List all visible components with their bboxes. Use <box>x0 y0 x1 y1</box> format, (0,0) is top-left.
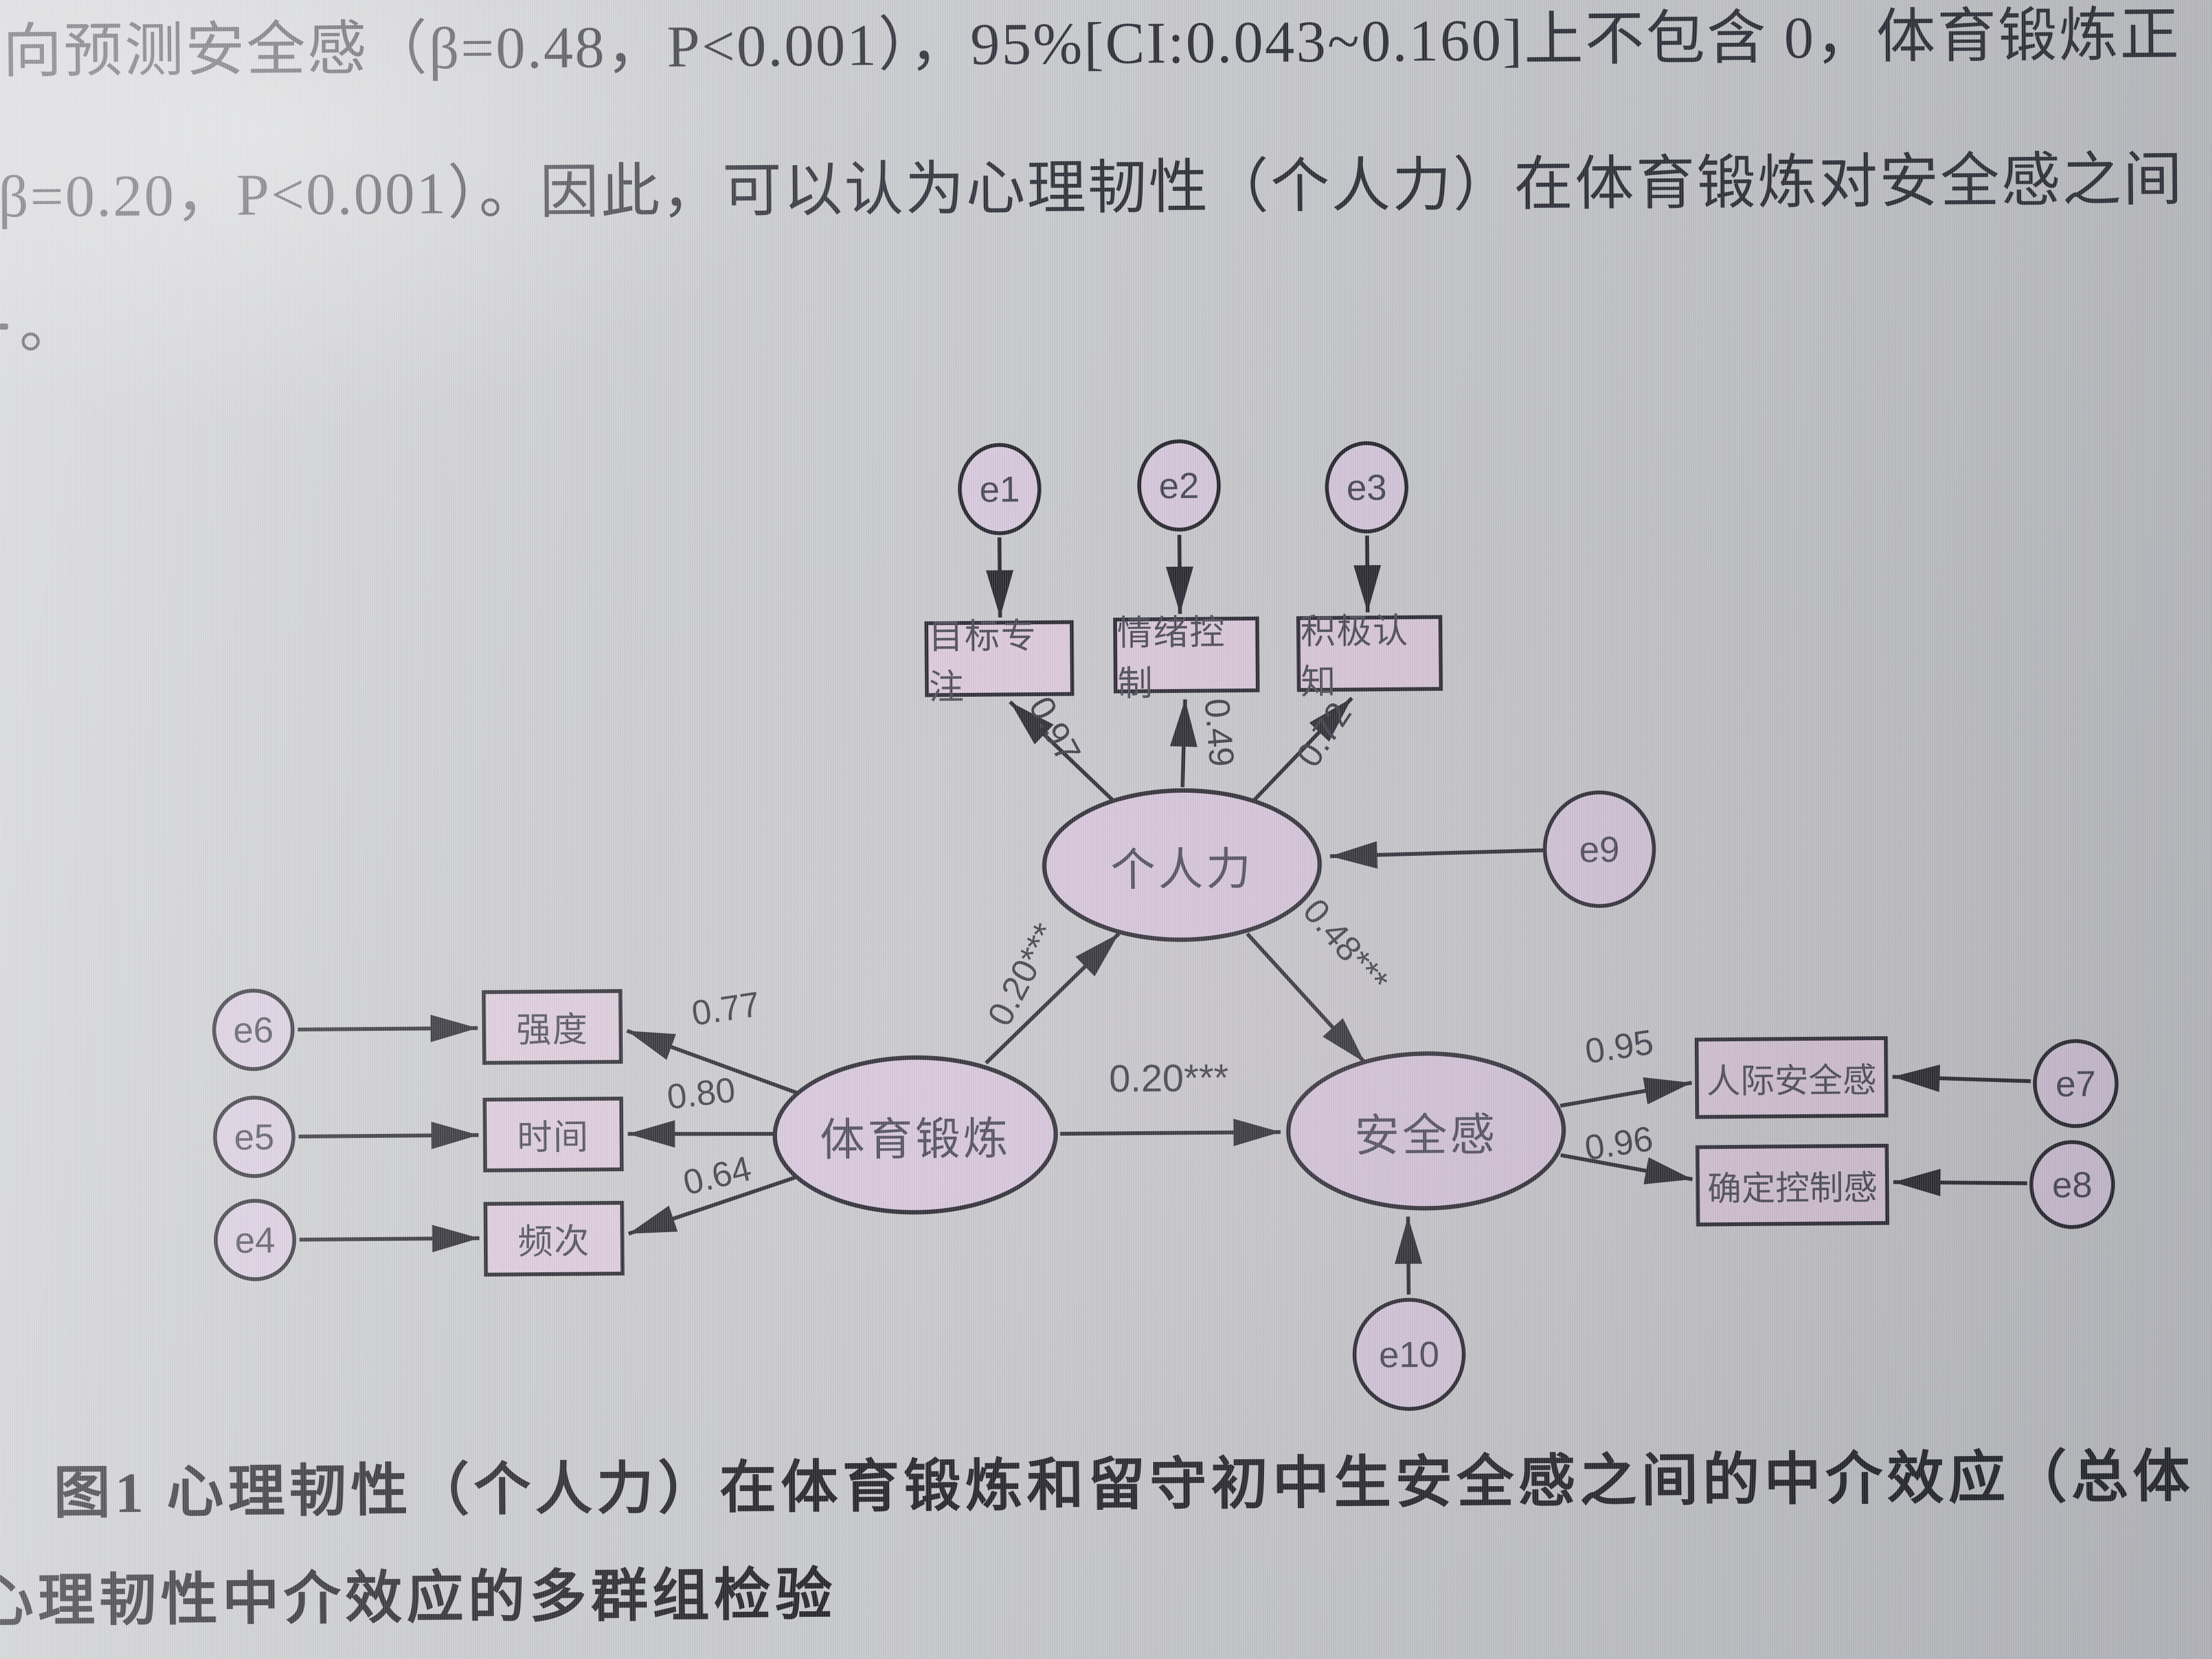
arrow-security-to-interpersonal <box>1560 1077 1692 1108</box>
arrow-personal-to-positive-cognition <box>1253 697 1353 802</box>
error-node-e9: e9 <box>1542 790 1657 909</box>
error-node-e4: e4 <box>213 1198 297 1282</box>
error-node-e3: e3 <box>1324 441 1409 534</box>
error-node-e1: e1 <box>957 442 1042 536</box>
observed-positive-cognition: 积极认知 <box>1296 611 1443 702</box>
arrow-personal-to-goal-focus <box>1008 700 1114 802</box>
error-node-e7: e7 <box>2033 1039 2119 1128</box>
observed-intensity: 强度 <box>482 989 623 1065</box>
error-node-e2: e2 <box>1137 439 1221 532</box>
observed-emotion-control: 情绪控制 <box>1113 612 1260 703</box>
observed-goal-focus: 目标专注 <box>924 616 1075 707</box>
arrow-e5-to-time <box>298 1121 479 1149</box>
arrow-e7-to-interpersonal <box>1892 1064 2031 1092</box>
loading-time: 0.80 <box>665 1070 737 1117</box>
observed-time: 时间 <box>482 1096 624 1172</box>
loading-emotion-control: 0.49 <box>1197 697 1242 769</box>
error-node-e6: e6 <box>212 988 295 1071</box>
error-node-e10: e10 <box>1352 1297 1466 1412</box>
observed-interpersonal-security: 人际安全感 <box>1695 1036 1889 1119</box>
arrow-exercise-to-intensity <box>626 1029 798 1095</box>
arrow-e6-to-intensity <box>297 1014 478 1042</box>
sem-path-diagram: e1 e2 e3 e6 e5 e4 e7 e8 e9 e10 目标专注 情绪控制… <box>0 0 2205 1412</box>
observed-frequency: 频次 <box>483 1200 625 1277</box>
arrow-e3-to-positive-cognition <box>1353 535 1381 613</box>
arrow-exercise-to-personal <box>984 932 1120 1065</box>
observed-control-sense: 确定控制感 <box>1695 1143 1889 1227</box>
arrow-e9-to-personal <box>1330 841 1547 869</box>
arrow-personal-to-emotion-control <box>1170 699 1198 788</box>
arrow-exercise-to-security <box>1060 1119 1281 1147</box>
path-exercise-to-security: 0.20*** <box>1109 1056 1229 1100</box>
error-node-e5: e5 <box>212 1095 296 1178</box>
arrow-e10-to-security <box>1395 1216 1423 1295</box>
arrow-exercise-to-time <box>628 1120 774 1148</box>
arrow-e4-to-frequency <box>299 1224 479 1252</box>
arrow-security-to-control-sense <box>1560 1153 1693 1184</box>
arrow-exercise-to-frequency <box>628 1176 796 1236</box>
error-node-e8: e8 <box>2029 1139 2115 1229</box>
arrow-personal-to-security <box>1245 932 1366 1064</box>
arrow-e8-to-control-sense <box>1893 1169 2028 1197</box>
